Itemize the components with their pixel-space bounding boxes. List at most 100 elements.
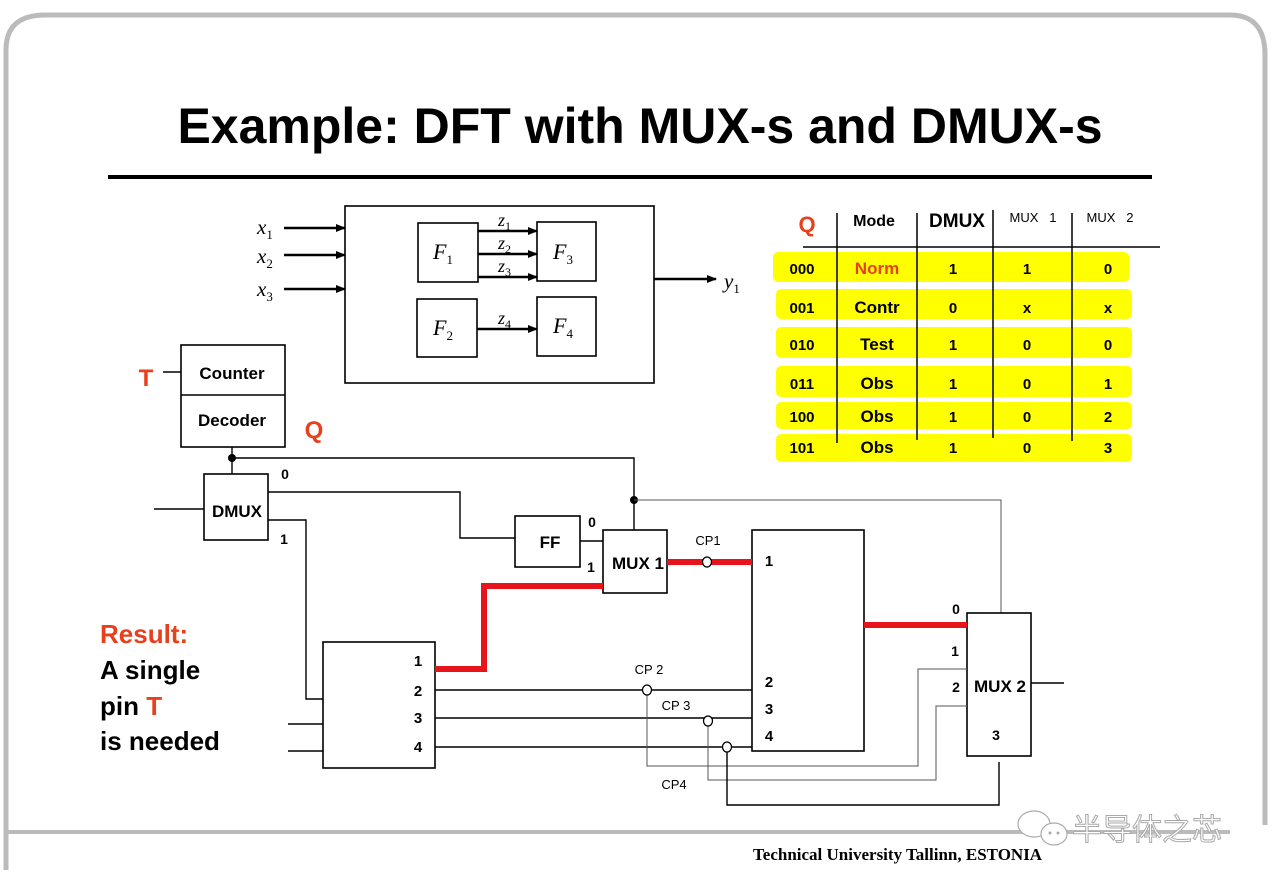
f1-label: F1 (432, 239, 453, 267)
table-cell-mode: Norm (855, 259, 899, 278)
counter-label: Counter (199, 364, 265, 383)
table-cell-mode: Obs (860, 407, 893, 426)
mux2-in1-label: 1 (951, 643, 959, 659)
signal-label-z4: z4 (497, 308, 511, 331)
q-bus-label: Q (305, 417, 324, 444)
f3-box (536, 221, 597, 282)
result-heading: Result: (100, 619, 188, 649)
checkpoint-cp2[interactable] (641, 684, 653, 696)
table-cell-q: 000 (789, 261, 814, 278)
table-cell-dmux: 1 (949, 440, 957, 457)
watermark: 半导体之芯 (1017, 810, 1223, 849)
cp4-observe-wire (726, 747, 1000, 806)
table-cell-mode: Obs (860, 438, 893, 457)
left-block-port-1: 1 (414, 653, 422, 670)
table-cell-dmux: 1 (949, 409, 957, 426)
table-cell-mux2: 2 (1104, 409, 1112, 426)
mux2-label: MUX 2 (974, 677, 1026, 696)
table-cell-q: 001 (789, 300, 814, 317)
table-row-highlight (776, 434, 1132, 462)
table-row-highlight (776, 289, 1132, 319)
table-cell-mux1: 0 (1023, 409, 1031, 426)
mux1-label: MUX 1 (612, 554, 664, 573)
result-line-2: pin T (100, 691, 162, 721)
table-cell-dmux: 1 (949, 337, 957, 354)
right-block-port-2: 2 (765, 674, 773, 691)
input-label-x2: x2 (256, 244, 273, 271)
table-header-mux2: MUX 2 (1087, 210, 1134, 225)
table-cell-mode: Contr (854, 298, 900, 317)
table-cell-mux2: 1 (1104, 376, 1112, 393)
table-row-highlight (776, 366, 1132, 397)
counter-decoder-box (180, 344, 286, 448)
input-label-x1: x1 (256, 215, 273, 242)
mux2-in2-label: 2 (952, 679, 960, 695)
table-cell-mode: Obs (860, 374, 893, 393)
right-block-port-1: 1 (765, 553, 773, 570)
table-cell-mux2: 0 (1104, 337, 1112, 354)
table-cell-mux1: x (1023, 300, 1032, 317)
q-bus-to-mux1 (232, 457, 635, 530)
f2-label: F2 (432, 315, 453, 343)
signal-label-z2: z2 (497, 233, 511, 256)
slide-title: Example: DFT with MUX-s and DMUX-s (177, 98, 1102, 154)
mux1-in0-label: 0 (588, 514, 596, 530)
table-cell-mux2: x (1104, 300, 1113, 317)
checkpoint-cp3[interactable] (702, 715, 714, 727)
table-cell-mux1: 0 (1023, 376, 1031, 393)
input-label-x3: x3 (256, 277, 273, 304)
table-cell-mux1: 0 (1023, 337, 1031, 354)
dmux-label: DMUX (212, 502, 263, 521)
table-cell-mux1: 0 (1023, 440, 1031, 457)
right-block (751, 529, 865, 752)
table-cell-mode: Test (860, 335, 894, 354)
table-header-mode: Mode (853, 213, 895, 230)
dmux-box (203, 473, 269, 541)
cp3-observe-wire (707, 705, 967, 781)
f4-label: F4 (552, 313, 573, 341)
f2-box (416, 298, 478, 358)
table-cell-mux2: 0 (1104, 261, 1112, 278)
dmux-out1-label: 1 (280, 531, 288, 547)
table-row-highlight (776, 327, 1132, 358)
output-label-y1: y1 (722, 269, 740, 296)
cp2-observe-wire (646, 668, 967, 767)
signal-label-z1: z1 (497, 210, 511, 233)
mux1-in1-label: 1 (587, 559, 595, 575)
table-row-highlight (776, 402, 1132, 429)
table-header-mux1: MUX 1 (1010, 210, 1057, 225)
left-block-port-2: 2 (414, 683, 422, 700)
ff-box (514, 515, 581, 568)
mux2-box (966, 612, 1032, 757)
checkpoint-cp3-label: CP 3 (662, 698, 691, 713)
ff-label: FF (540, 533, 561, 552)
f4-box (536, 296, 597, 357)
table-cell-mux1: 1 (1023, 261, 1031, 278)
slide-frame (3, 12, 1268, 870)
mux2-in0-label: 0 (952, 601, 960, 617)
table-header-dmux: DMUX (929, 211, 985, 232)
table-cell-q: 011 (790, 376, 814, 393)
table-header-q: Q (798, 212, 815, 237)
result-note: Result: A single pin T is needed (100, 619, 220, 756)
t-pin-label: T (139, 365, 154, 392)
dmux-out1-to-block (268, 519, 323, 700)
checkpoint-cp4[interactable] (721, 741, 733, 753)
checkpoint-cp4-label: CP4 (661, 777, 686, 792)
checkpoint-cp1[interactable] (701, 556, 713, 568)
system-box (344, 205, 655, 384)
block-diagram: x1 x2 x3 y1 F1 F2 F3 F4 z1 z2 z3 z4 (256, 205, 740, 384)
left-block (322, 641, 436, 769)
footer-institution: Technical University Tallinn, ESTONIA (753, 845, 1043, 864)
dmux-out0-to-ff (268, 491, 515, 539)
signal-label-z3: z3 (497, 256, 511, 279)
checkpoint-cp2-label: CP 2 (635, 662, 664, 677)
mux2-in3-label: 3 (992, 727, 1000, 743)
